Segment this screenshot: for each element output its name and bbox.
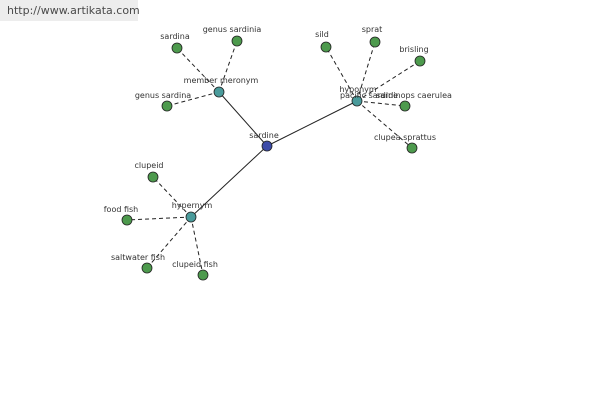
node-food-fish-dot[interactable] [121,214,133,226]
node-sardinops-caerulea[interactable]: sardinops caerulea [376,91,452,100]
node-sardine-dot[interactable] [261,140,273,152]
node-brisling[interactable]: brisling [399,45,429,67]
node-sild-dot[interactable] [320,41,332,53]
node-genus-sardina-label: genus sardina [135,91,191,100]
node-food-fish-label: food fish [104,205,139,214]
node-saltwater-fish-label: saltwater fish [111,253,165,262]
edge-member-meronym-genus-sardina [166,91,220,107]
edge-sardine-hyponym [266,100,358,147]
node-sprat[interactable]: sprat [362,25,383,48]
edge-member-meronym-sardina [176,47,220,93]
edge-sardine-member-meronym [218,91,268,147]
node-brisling-label: brisling [399,45,428,54]
node-sardine-label: sardine [249,131,279,140]
node-sardina-dot[interactable] [171,42,183,54]
edges [126,40,421,276]
node-sprat-label: sprat [362,25,383,34]
edge-hyponym-clupea-sprattus [356,100,413,149]
node-hyponym[interactable]: hyponym [339,85,377,107]
node-sardina[interactable]: sardina [160,32,190,54]
node-member-meronym[interactable]: member meronym [184,76,259,98]
node-clupeid[interactable]: clupeid [135,161,164,183]
node-clupeid-fish-dot[interactable] [197,269,209,281]
edge-hyponym-pacific-sardine [356,100,406,107]
node-sardinops-caerulea-label: sardinops caerulea [376,91,452,100]
node-genus-sardina-dot[interactable] [161,100,173,112]
node-genus-sardinia-label: genus sardinia [203,25,262,34]
node-pacific-sardine-label: pacific sardine [340,91,398,100]
edge-hypernym-clupeid-fish [190,216,204,276]
node-clupeid-dot[interactable] [147,171,159,183]
node-genus-sardina[interactable]: genus sardina [135,91,191,112]
node-clupeid-label: clupeid [135,161,164,170]
node-brisling-dot[interactable] [414,55,426,67]
node-food-fish[interactable]: food fish [104,205,139,226]
edge-hyponym-brisling [356,60,421,102]
node-genus-sardinia-dot[interactable] [231,35,243,47]
node-sardine[interactable]: sardine [249,131,279,152]
node-clupeid-fish[interactable]: clupeid fish [172,260,218,281]
node-hyponym-dot[interactable] [351,95,363,107]
node-sild[interactable]: sild [315,30,332,53]
node-hypernym[interactable]: hypernym [172,201,213,223]
node-genus-sardinia[interactable]: genus sardinia [203,25,262,47]
node-pacific-sardine-dot[interactable] [399,100,411,112]
nodes: sardine member meronym hyponym hypernym … [104,25,452,281]
node-hypernym-label: hypernym [172,201,213,210]
node-saltwater-fish[interactable]: saltwater fish [111,253,165,274]
node-hyponym-label: hyponym [339,85,377,94]
edge-hyponym-sild [325,46,358,102]
node-clupea-sprattus-dot[interactable] [406,142,418,154]
edge-hypernym-clupeid [152,176,192,218]
node-pacific-sardine[interactable]: pacific sardine [340,91,411,112]
source-url-banner[interactable]: http://www.artikata.com [0,0,140,21]
node-clupea-sprattus[interactable]: clupea sprattus [374,133,436,154]
source-url-link[interactable]: http://www.artikata.com [7,4,140,17]
edge-hypernym-saltwater-fish [146,216,192,269]
node-saltwater-fish-dot[interactable] [141,262,153,274]
edge-hyponym-sprat [356,41,376,102]
node-hypernym-dot[interactable] [185,211,197,223]
node-clupeid-fish-label: clupeid fish [172,260,218,269]
node-member-meronym-label: member meronym [184,76,259,85]
edge-member-meronym-genus-sardinia [218,40,238,93]
node-sild-label: sild [315,30,329,39]
edge-hypernym-food-fish [126,216,192,221]
edge-sardine-hypernym [190,145,268,218]
node-member-meronym-dot[interactable] [213,86,225,98]
node-clupea-sprattus-label: clupea sprattus [374,133,436,142]
node-sardina-label: sardina [160,32,190,41]
node-sprat-dot[interactable] [369,36,381,48]
